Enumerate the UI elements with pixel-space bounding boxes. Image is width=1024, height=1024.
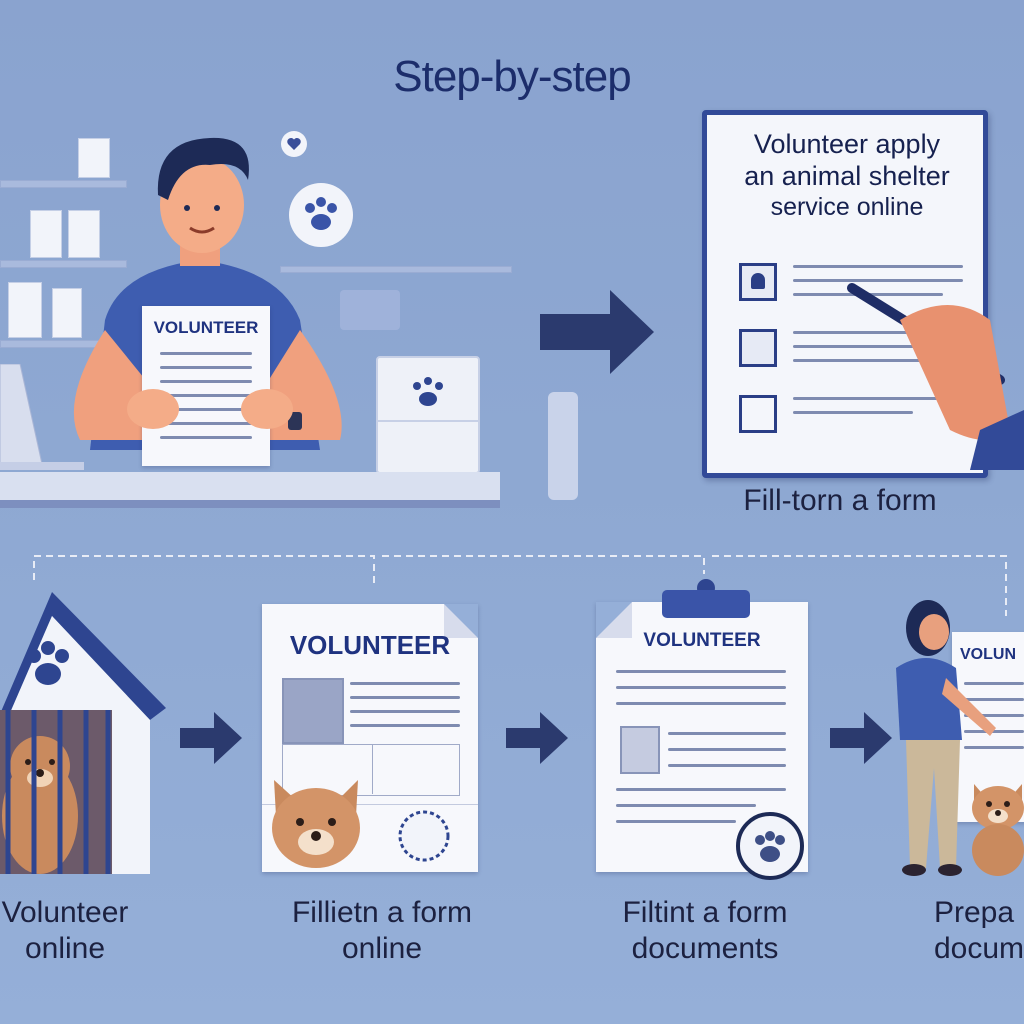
dashed-connector xyxy=(32,552,1012,622)
step-2-dog xyxy=(262,770,372,870)
step-2-sheet-label: VOLUNTEER xyxy=(289,630,451,660)
step-3-caption-line2: documents xyxy=(631,932,779,965)
step-3-sheet-label: VOLUNTEER xyxy=(643,630,761,651)
step-4-woman xyxy=(886,598,1016,878)
paw-icon xyxy=(288,182,354,248)
step-4-caption-line2: docum xyxy=(934,932,1024,965)
arrow-step-3 xyxy=(830,712,894,764)
top-form-heading-line2: an animal shelter xyxy=(744,161,950,191)
step-3-paw-badge xyxy=(734,810,806,882)
step-4-sheet-label: VOLUN xyxy=(960,646,1016,663)
step-4-dog xyxy=(968,776,1024,876)
step-1-doghouse xyxy=(0,586,170,876)
stapler xyxy=(548,392,578,500)
shelf-background-right xyxy=(280,260,512,370)
hand-with-pen xyxy=(840,280,1024,470)
step-1-caption-line1: Volunteer xyxy=(1,896,129,929)
top-form-caption: Fill-torn a form xyxy=(743,484,937,517)
top-form-heading-line1: Volunteer apply xyxy=(753,129,941,159)
step-2-caption-line2: online xyxy=(341,932,423,965)
arrow-step-2 xyxy=(506,712,570,764)
shelf-background xyxy=(0,120,127,350)
page-curl xyxy=(444,604,478,638)
volunteer-sheet-label: VOLUNTEER xyxy=(153,318,259,337)
seal-badge xyxy=(396,808,452,864)
step-3-photo xyxy=(620,726,660,774)
step-2-caption-line1: Fillietn a form xyxy=(291,896,473,929)
clipboard-clip xyxy=(662,578,752,622)
desk xyxy=(0,472,500,508)
step-3-document: VOLUNTEER xyxy=(596,602,808,872)
form-checkbox-1 xyxy=(739,263,777,301)
step-1-caption-line2: online xyxy=(24,932,106,965)
laptop xyxy=(0,364,90,474)
page-fold xyxy=(596,602,632,638)
photo-placeholder xyxy=(282,678,344,744)
heart-icon xyxy=(280,130,308,158)
arrow-top xyxy=(540,290,660,374)
top-form-heading-line3: service online xyxy=(770,193,924,221)
form-checkbox-3 xyxy=(739,395,777,433)
volunteer-sheet: VOLUNTEER xyxy=(142,306,270,466)
paw-box xyxy=(376,356,480,474)
arrow-step-1 xyxy=(180,712,244,764)
step-3-caption-line1: Filtint a form xyxy=(622,896,788,929)
top-form-frame: Volunteer apply an animal shelter servic… xyxy=(702,110,988,478)
form-checkbox-2 xyxy=(739,329,777,367)
diagram-title: Step-by-step xyxy=(393,52,631,101)
hands xyxy=(125,384,295,434)
step-4-caption-line1: Prepa xyxy=(934,896,1015,929)
